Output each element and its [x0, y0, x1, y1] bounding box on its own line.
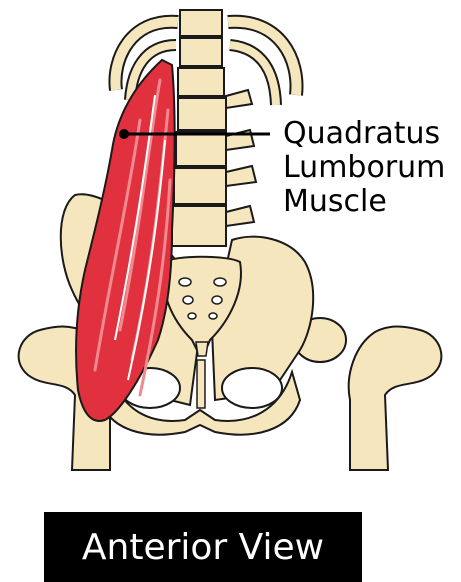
- callout-line-3: Muscle: [283, 186, 387, 218]
- callout-line-2: Lumborum: [283, 152, 445, 184]
- right-femur: [294, 318, 441, 470]
- pubic-symphysis: [197, 360, 205, 408]
- view-label: Anterior View: [82, 527, 324, 568]
- view-label-banner: Anterior View: [44, 512, 362, 582]
- callout-line-1: Quadratus: [283, 118, 440, 150]
- right-obturator: [222, 368, 282, 408]
- coccyx: [196, 342, 208, 356]
